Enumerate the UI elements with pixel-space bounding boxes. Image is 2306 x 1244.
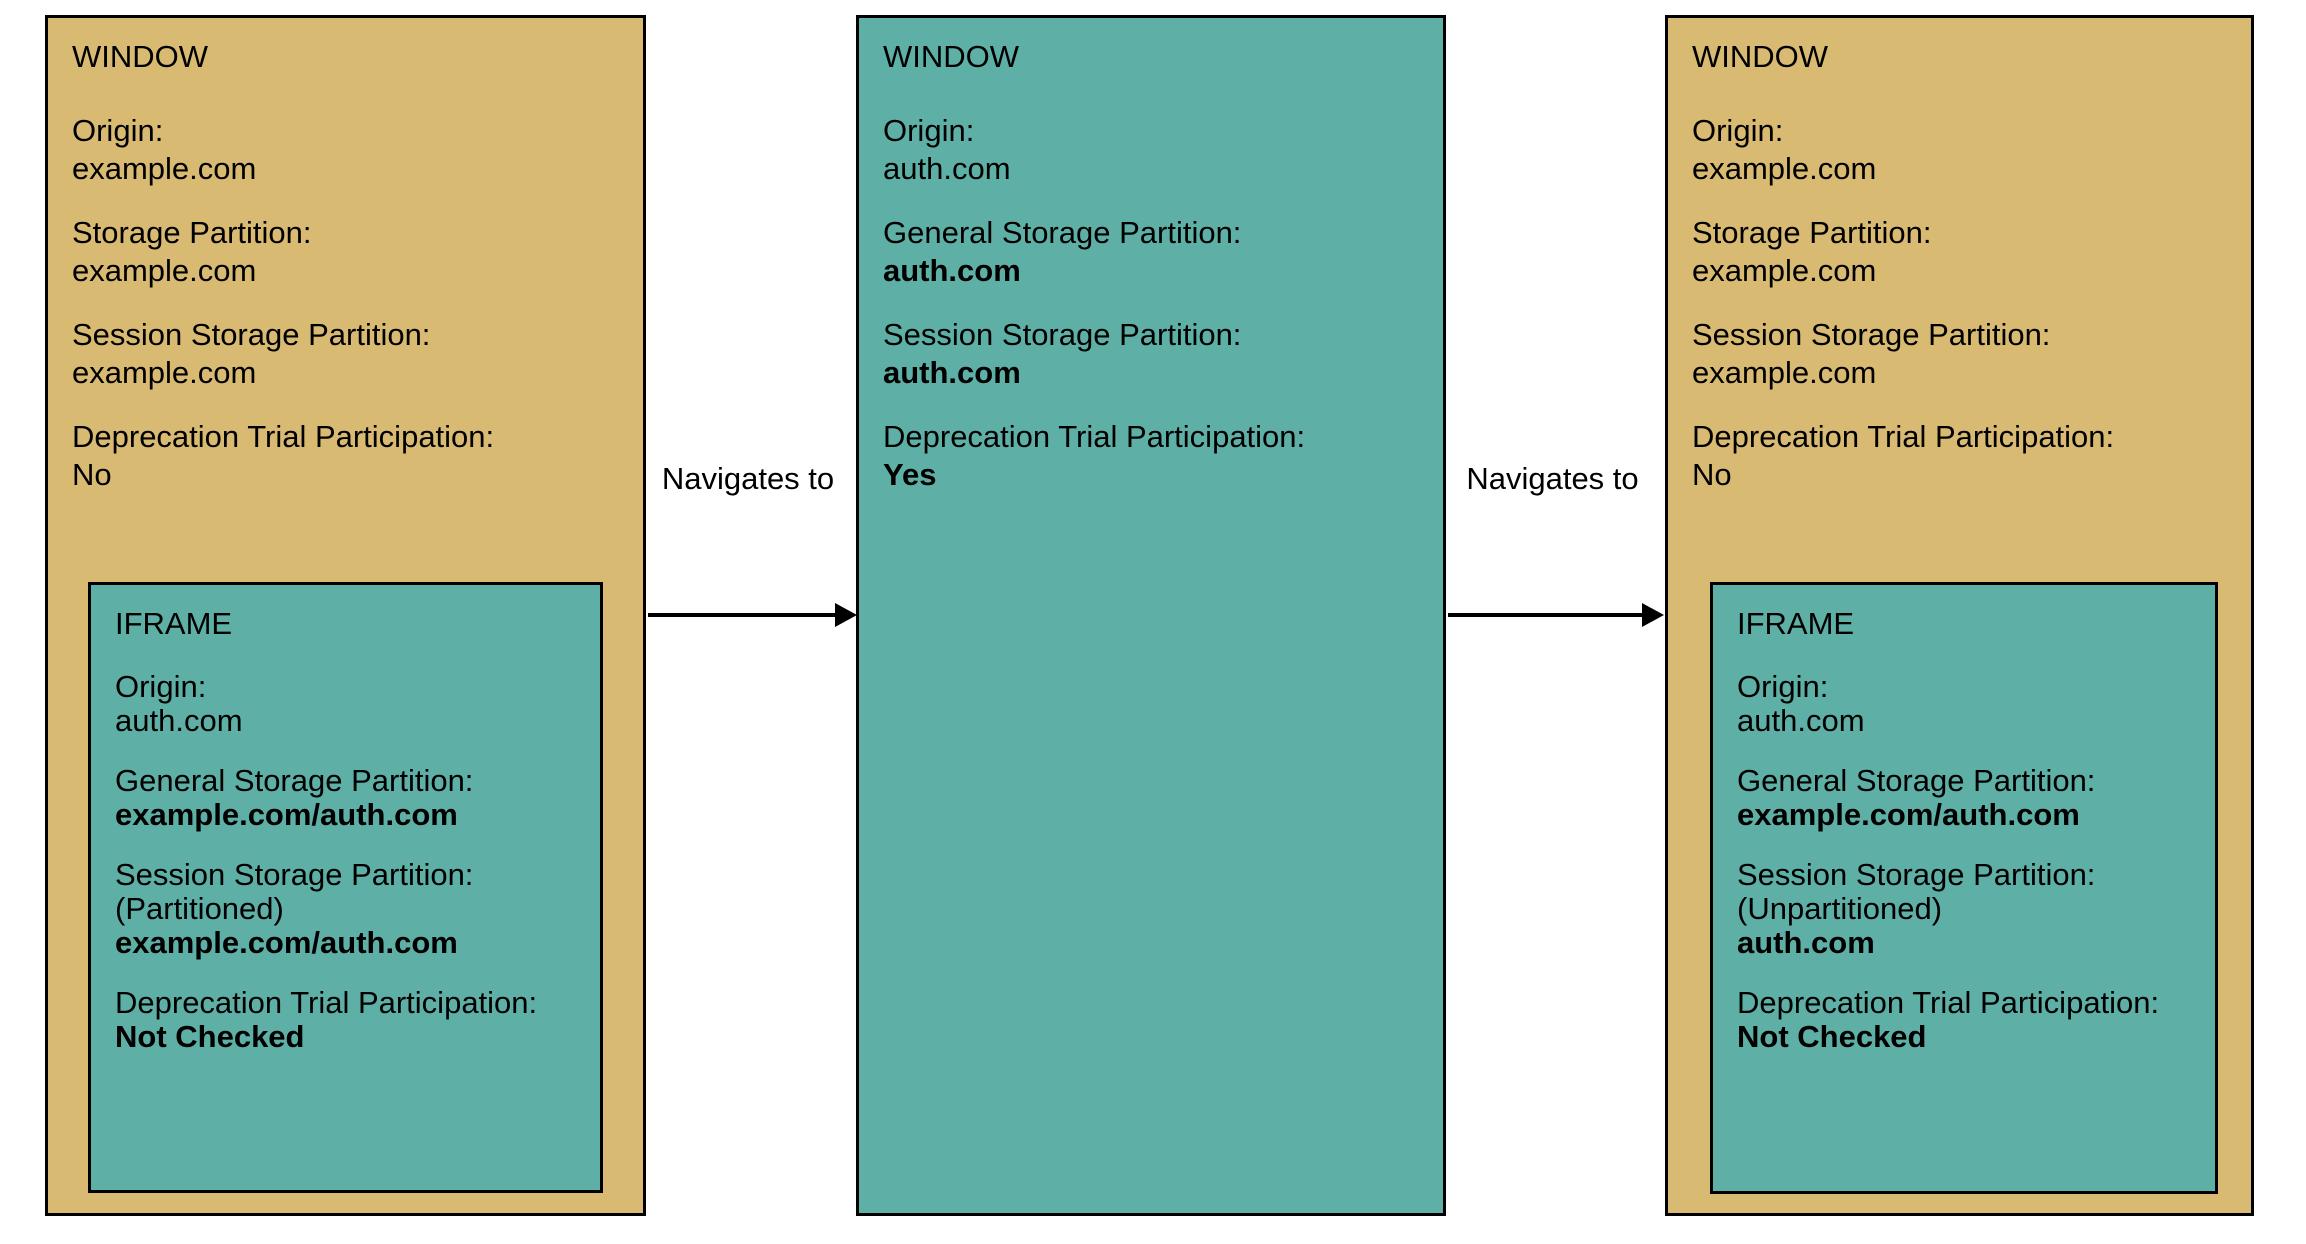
- field-deprecation-trial: Deprecation Trial Participation: Not Che…: [115, 986, 576, 1054]
- field-note: (Partitioned): [115, 891, 284, 926]
- iframe-box-3: IFRAME Origin: auth.com General Storage …: [1710, 582, 2218, 1194]
- iframe-title: IFRAME: [1737, 606, 1855, 641]
- field-label: Session Storage Partition:: [72, 317, 431, 352]
- field-label: Storage Partition:: [1692, 215, 1932, 250]
- field-value: auth.com: [1737, 703, 1865, 738]
- window-title: WINDOW: [1692, 39, 1829, 74]
- field-value: example.com: [72, 151, 257, 186]
- field-label: Origin:: [1692, 113, 1784, 148]
- window-title: WINDOW: [72, 39, 209, 74]
- iframe-box-1: IFRAME Origin: auth.com General Storage …: [88, 582, 603, 1193]
- field-session-storage-partition: Session Storage Partition: example.com: [1692, 316, 2227, 392]
- field-label: Deprecation Trial Participation:: [72, 419, 495, 454]
- field-general-storage-partition: General Storage Partition: example.com/a…: [115, 764, 576, 832]
- field-label: Storage Partition:: [72, 215, 312, 250]
- window-box-2: WINDOW Origin: auth.com General Storage …: [856, 15, 1446, 1216]
- field-session-storage-partition: Session Storage Partition: (Unpartitione…: [1737, 858, 2191, 960]
- field-value: example.com: [1692, 151, 1877, 186]
- field-value: example.com: [72, 355, 257, 390]
- field-value: example.com/auth.com: [1737, 797, 2080, 832]
- field-value: Not Checked: [1737, 1019, 1927, 1054]
- field-value: example.com: [1692, 253, 1877, 288]
- field-label: Origin:: [1737, 669, 1829, 704]
- window-box-3: WINDOW Origin: example.com Storage Parti…: [1665, 15, 2254, 1216]
- field-label: Origin:: [883, 113, 975, 148]
- field-deprecation-trial: Deprecation Trial Participation: No: [72, 418, 619, 494]
- field-general-storage-partition: General Storage Partition: example.com/a…: [1737, 764, 2191, 832]
- field-value: No: [72, 457, 112, 492]
- field-note: (Unpartitioned): [1737, 891, 1943, 926]
- field-label: Session Storage Partition:: [1737, 857, 2096, 892]
- field-value: auth.com: [883, 253, 1021, 288]
- field-session-storage-partition: Session Storage Partition: (Partitioned)…: [115, 858, 576, 960]
- navigate-arrow-2: [1448, 603, 1664, 627]
- field-value: auth.com: [883, 355, 1021, 390]
- window-box-1: WINDOW Origin: example.com Storage Parti…: [45, 15, 646, 1216]
- field-label: General Storage Partition:: [1737, 763, 2096, 798]
- field-origin: Origin: auth.com: [115, 670, 576, 738]
- field-value: auth.com: [1737, 925, 1875, 960]
- field-value: No: [1692, 457, 1732, 492]
- field-deprecation-trial: Deprecation Trial Participation: No: [1692, 418, 2227, 494]
- field-label: Session Storage Partition:: [1692, 317, 2051, 352]
- field-general-storage-partition: General Storage Partition: auth.com: [883, 214, 1419, 290]
- field-session-storage-partition: Session Storage Partition: auth.com: [883, 316, 1419, 392]
- field-value: example.com: [72, 253, 257, 288]
- field-label: Deprecation Trial Participation:: [115, 985, 538, 1020]
- iframe-title: IFRAME: [115, 606, 233, 641]
- field-label: Session Storage Partition:: [115, 857, 474, 892]
- field-label: Deprecation Trial Participation:: [1692, 419, 2115, 454]
- field-origin: Origin: auth.com: [1737, 670, 2191, 738]
- field-value: Not Checked: [115, 1019, 305, 1054]
- field-label: Origin:: [72, 113, 164, 148]
- field-value: auth.com: [115, 703, 243, 738]
- field-label: Deprecation Trial Participation:: [883, 419, 1306, 454]
- navigates-to-label-1: Navigates to: [661, 461, 835, 496]
- field-deprecation-trial: Deprecation Trial Participation: Yes: [883, 418, 1419, 494]
- field-deprecation-trial: Deprecation Trial Participation: Not Che…: [1737, 986, 2191, 1054]
- field-label: General Storage Partition:: [883, 215, 1242, 250]
- field-label: Deprecation Trial Participation:: [1737, 985, 2160, 1020]
- field-origin: Origin: example.com: [1692, 112, 2227, 188]
- field-value: example.com/auth.com: [115, 797, 458, 832]
- field-storage-partition: Storage Partition: example.com: [72, 214, 619, 290]
- field-value: Yes: [883, 457, 937, 492]
- field-label: Session Storage Partition:: [883, 317, 1242, 352]
- navigates-to-label-2: Navigates to: [1466, 461, 1639, 496]
- field-value: example.com/auth.com: [115, 925, 458, 960]
- field-session-storage-partition: Session Storage Partition: example.com: [72, 316, 619, 392]
- field-label: Origin:: [115, 669, 207, 704]
- field-origin: Origin: auth.com: [883, 112, 1419, 188]
- field-value: auth.com: [883, 151, 1011, 186]
- field-storage-partition: Storage Partition: example.com: [1692, 214, 2227, 290]
- field-label: General Storage Partition:: [115, 763, 474, 798]
- field-value: example.com: [1692, 355, 1877, 390]
- navigate-arrow-1: [648, 603, 857, 627]
- window-title: WINDOW: [883, 39, 1020, 74]
- field-origin: Origin: example.com: [72, 112, 619, 188]
